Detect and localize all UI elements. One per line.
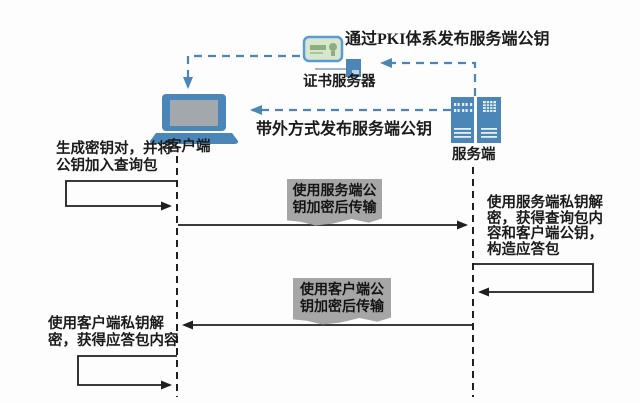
pki-publish-label: 通过PKI体系发布服务端公钥 xyxy=(345,31,550,48)
server-decrypt-line1: 使用服务端私钥解 xyxy=(487,195,603,211)
client-keygen-line1: 生成密钥对，并将 xyxy=(56,141,172,157)
client-decrypt-line1: 使用客户端私钥解 xyxy=(48,316,164,332)
oob-publish-label: 带外方式发布服务端公钥 xyxy=(256,121,433,138)
client-decrypt-note: 使用客户端私钥解 密，获得应答包内容 xyxy=(48,316,179,350)
encrypt-with-server-key-note: 使用服务端公 钥加密后传输 xyxy=(287,179,382,226)
server-response-loop xyxy=(473,263,594,297)
client-keygen-loop xyxy=(65,180,177,211)
client-actor-label: 客户端 xyxy=(167,139,211,155)
cert-to-client-arrow xyxy=(183,54,300,89)
client-laptop-icon xyxy=(149,94,239,144)
note2-line2: 钥加密后传输 xyxy=(300,300,384,315)
cert-server-label: 证书服务器 xyxy=(303,74,376,90)
server-to-cert-arrow xyxy=(380,58,477,96)
note1-line2: 钥加密后传输 xyxy=(292,201,377,216)
client-keygen-note: 生成密钥对，并将 公钥加入查询包 xyxy=(56,141,172,175)
cert-server-node-icon xyxy=(346,59,361,77)
server-decrypt-line3: 容和客户端公钥， xyxy=(487,226,603,242)
server-towers-icon xyxy=(451,97,501,143)
certificate-icon xyxy=(302,35,347,70)
note2-line1: 使用客户端公 xyxy=(300,283,384,298)
note1-line1: 使用服务端公 xyxy=(292,184,377,199)
client-keygen-line2: 公钥加入查询包 xyxy=(56,158,158,174)
server-actor-label: 服务端 xyxy=(452,147,496,163)
server-decrypt-line2: 密，获得查询包内 xyxy=(487,210,603,227)
client-decrypt-line2: 密，获得应答包内容 xyxy=(48,333,179,349)
server-decrypt-note: 使用服务端私钥解 密，获得查询包内 容和客户端公钥， 构造应答包 xyxy=(487,195,603,258)
client-decrypt-loop xyxy=(77,355,177,390)
encrypt-with-client-key-note: 使用客户端公 钥加密后传输 xyxy=(293,278,391,325)
server-decrypt-line4: 构造应答包 xyxy=(487,241,560,258)
